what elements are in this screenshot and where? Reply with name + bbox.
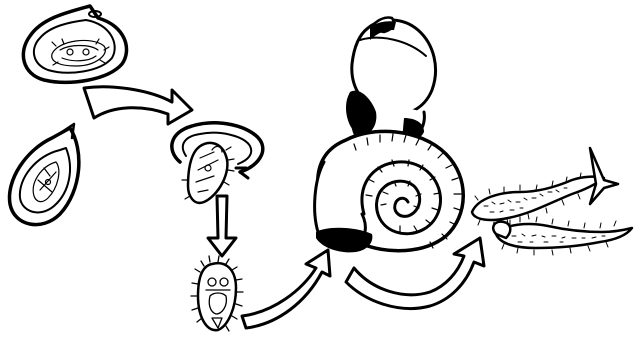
arrow-down-to-larva (208, 196, 236, 256)
miracidium-in-egg (52, 39, 109, 66)
emerging-egg-shell (172, 123, 263, 172)
free-larva-organs (206, 278, 230, 328)
egg-2-outer-shell (9, 128, 78, 225)
egg-with-miracidium (23, 6, 126, 82)
cercaria-lower (493, 217, 632, 255)
free-miracidium (191, 256, 243, 331)
egg-outer-shell (23, 6, 126, 82)
cercaria-upper-body (472, 177, 604, 220)
arrow-larva-to-snail (242, 250, 330, 328)
egg-hatching (9, 124, 78, 225)
egg-inner-shell (34, 20, 115, 73)
cercaria-upper-fin (590, 148, 618, 204)
emerging-egg-inner (183, 133, 251, 164)
snail-host (315, 18, 464, 253)
cercaria-upper (472, 148, 618, 227)
arrow-egg-to-hatching (84, 87, 192, 124)
miracidium-emerging (172, 123, 263, 203)
miracidium-in-egg-2 (33, 162, 59, 202)
free-larva-body (198, 263, 236, 330)
cercariae (472, 148, 632, 255)
snail-aperture-lip-dark (316, 228, 372, 253)
